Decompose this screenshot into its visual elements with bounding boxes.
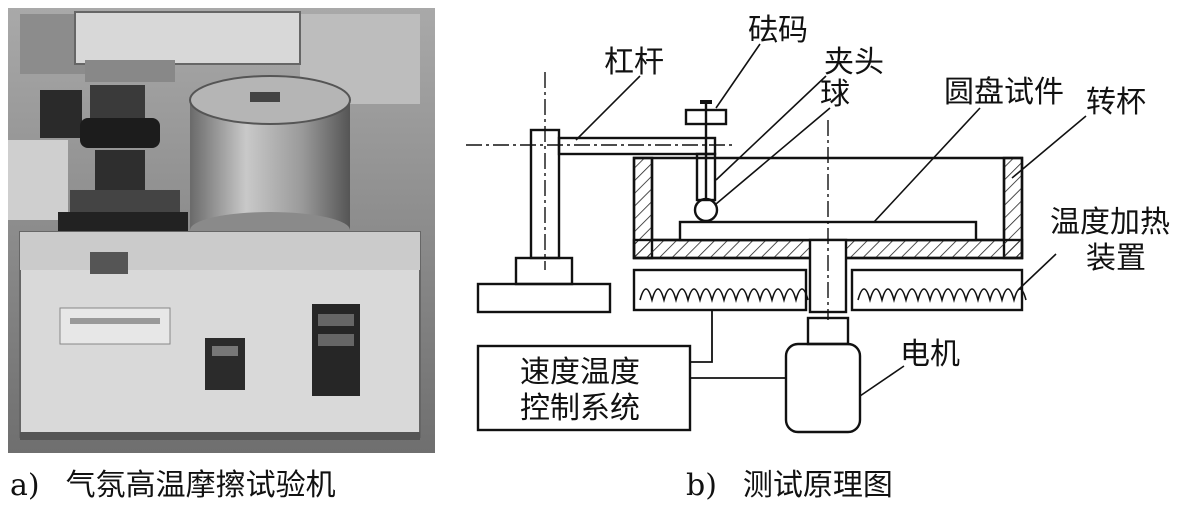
- label-weight: 砝码: [748, 13, 808, 48]
- leader-disc: [873, 107, 981, 223]
- label-rotating-cup: 转杯: [1086, 85, 1146, 120]
- label-heater-line1: 温度加热: [1050, 205, 1170, 240]
- heater-wire: [690, 310, 713, 363]
- heating-device: [632, 268, 1027, 312]
- caption-a: a) 气氛高温摩擦试验机: [10, 468, 336, 504]
- label-clamp: 夹头: [824, 45, 884, 80]
- motor: [784, 342, 862, 434]
- label-heater-line2: 装置: [1086, 241, 1146, 276]
- leader-motor: [859, 365, 905, 397]
- leader-lever: [575, 75, 641, 141]
- caption-b-tag: b): [686, 468, 717, 503]
- leader-clamp: [715, 75, 827, 181]
- label-ball: 球: [820, 77, 850, 112]
- leader-ball: [715, 107, 831, 205]
- control-system-box: [476, 344, 692, 432]
- label-lever: 杠杆: [604, 45, 664, 80]
- lever-column: [529, 128, 561, 260]
- test-principle-schematic: [466, 43, 1087, 434]
- caption-a-tag: a): [10, 468, 40, 503]
- leader-cup: [1011, 115, 1087, 179]
- lever-stand-base: [476, 282, 612, 314]
- ball: [693, 197, 719, 223]
- motor-coupling: [806, 316, 850, 346]
- caption-a-text: 气氛高温摩擦试验机: [65, 468, 336, 503]
- label-motor: 电机: [900, 337, 960, 372]
- leader-heater: [1017, 253, 1057, 291]
- schematic-labels: 杠杆 砝码 夹头 球 圆盘试件 转杯 温度加热 装置 速度温度 控制系统 电机: [520, 13, 1170, 426]
- leader-weight: [715, 43, 761, 109]
- caption-b-text: 测试原理图: [742, 468, 893, 503]
- label-controller-line1: 速度温度: [520, 355, 640, 390]
- lever-arm: [557, 136, 717, 156]
- label-disc-specimen: 圆盘试件: [944, 75, 1064, 110]
- lever-stand-block: [514, 256, 574, 286]
- caption-b: b) 测试原理图: [686, 468, 893, 504]
- tribometer-photo: [8, 8, 435, 453]
- label-controller-line2: 控制系统: [520, 391, 640, 426]
